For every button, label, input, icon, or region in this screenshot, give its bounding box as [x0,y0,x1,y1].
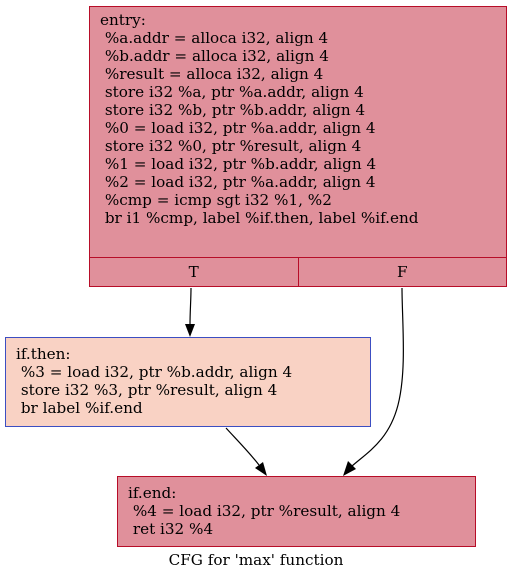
edge-if-then-arrowhead [255,462,267,476]
entry-block: entry: %a.addr = alloca i32, align 4 %b.… [89,6,507,287]
edge-false-to-if-end [351,287,404,467]
if-end-block: if.end: %4 = load i32, ptr %result, alig… [117,476,476,547]
if-then-block: if.then: %3 = load i32, ptr %b.addr, ali… [5,337,371,427]
branch-false-port: F [297,258,507,287]
entry-branch-ports: T F [90,257,506,287]
entry-block-code: entry: %a.addr = alloca i32, align 4 %b.… [100,11,419,227]
if-end-block-code: if.end: %4 = load i32, ptr %result, alig… [128,484,401,538]
branch-true-port: T [188,263,199,281]
if-then-block-code: if.then: %3 = load i32, ptr %b.addr, ali… [16,345,293,417]
edge-true-to-if-then [189,287,192,326]
edge-if-then-to-if-end [225,427,260,466]
edge-false-arrowhead [343,461,356,476]
graph-caption: CFG for 'max' function [168,551,344,569]
edge-true-arrowhead [185,324,195,337]
